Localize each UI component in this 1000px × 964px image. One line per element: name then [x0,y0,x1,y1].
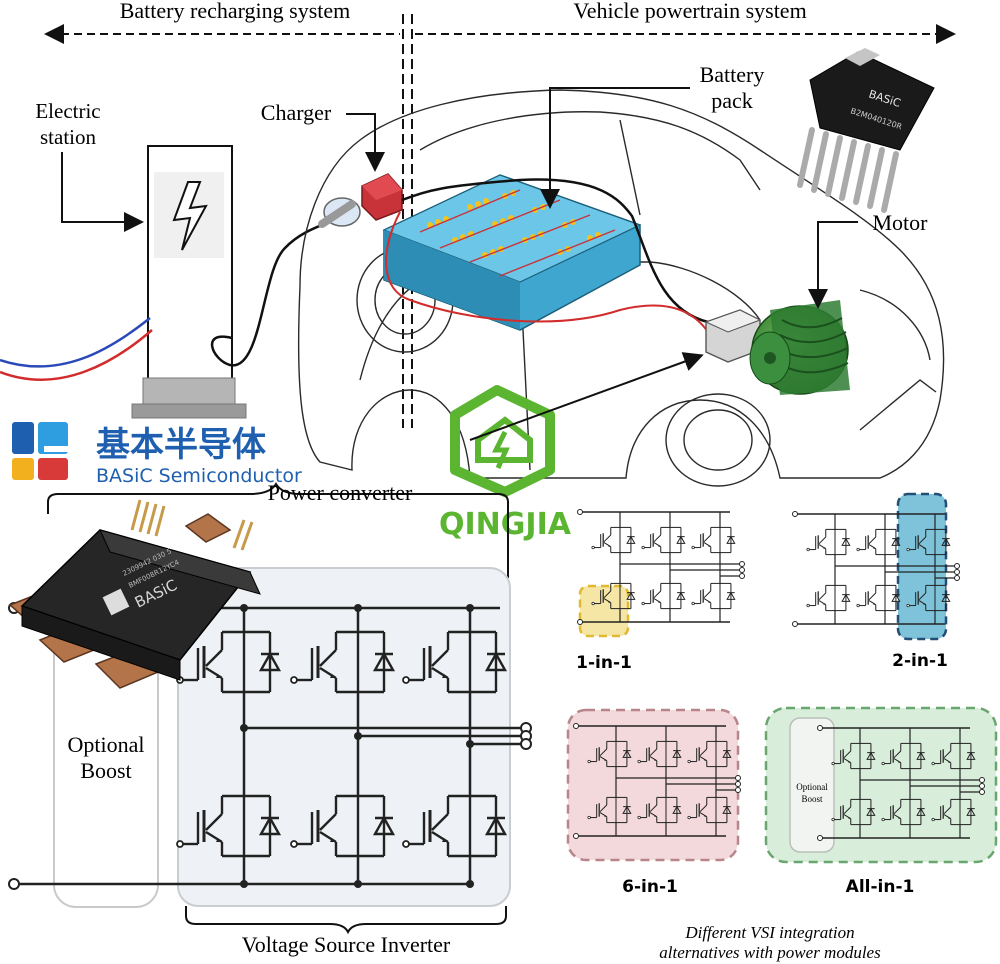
header-arrows: Battery recharging system Vehicle powert… [44,0,956,44]
vsi-brace: Voltage Source Inverter [185,906,507,957]
variant-allin1-label: All-in-1 [846,877,915,897]
power-converter-label: Power converter [268,480,413,505]
battery-pack-label-2: pack [711,88,753,113]
variant-2in1-label: 2-in-1 [892,651,948,671]
electric-station-label-2: station [40,125,96,149]
battery-pack-label-1: Battery [700,62,765,87]
motor: Motor [749,210,929,395]
vsi-label: Voltage Source Inverter [242,932,451,957]
chip-to247: BASiC B2M040120R [797,48,935,213]
allin1-boost-label-2: Boost [801,794,823,804]
qingjia-watermark: QINGJIA [439,385,572,542]
allin1-boost-label-1: Optional [796,782,828,792]
caption: Different VSI integration alternatives w… [659,923,881,962]
electric-station: Electric station [0,99,335,419]
charger-label: Charger [261,100,332,125]
variant-2in1: 2-in-1 [793,492,960,671]
optional-boost-label-2: Boost [80,758,131,783]
vsi-schematic: Optional Boost [8,564,532,908]
variant-1in1: 1-in-1 [576,510,744,673]
variant-6in1-label: 6-in-1 [622,877,678,897]
electric-station-label-1: Electric [35,99,100,123]
lightning-icon [172,181,208,251]
car-outline [297,89,945,487]
charger: Charger [261,100,403,221]
caption-line-1: Different VSI integration [684,923,854,942]
variant-6in1: 6-in-1 [566,708,741,897]
system-divider [402,14,413,428]
motor-label: Motor [873,210,929,235]
watermark-text: QINGJIA [439,507,572,542]
power-module: BASiC BMF008R12YC4 2309942 030 5 [8,499,261,689]
variant-1in1-label: 1-in-1 [576,653,632,673]
variant-allin1: Optional Boost All-in-1 [764,706,998,897]
battery-pack: Battery pack [382,62,765,331]
caption-line-2: alternatives with power modules [659,943,881,962]
header-right-label: Vehicle powertrain system [573,0,806,23]
power-converter-brace: Power converter [47,480,509,578]
optional-boost-label-1: Optional [68,732,145,757]
logo-en-text: BASiC Semiconductor [96,465,302,487]
header-left-label: Battery recharging system [120,0,351,23]
basic-logo: 基本半导体 BASiC Semiconductor [12,422,302,487]
logo-cn-text: 基本半导体 [96,425,266,465]
charging-port [318,197,361,228]
